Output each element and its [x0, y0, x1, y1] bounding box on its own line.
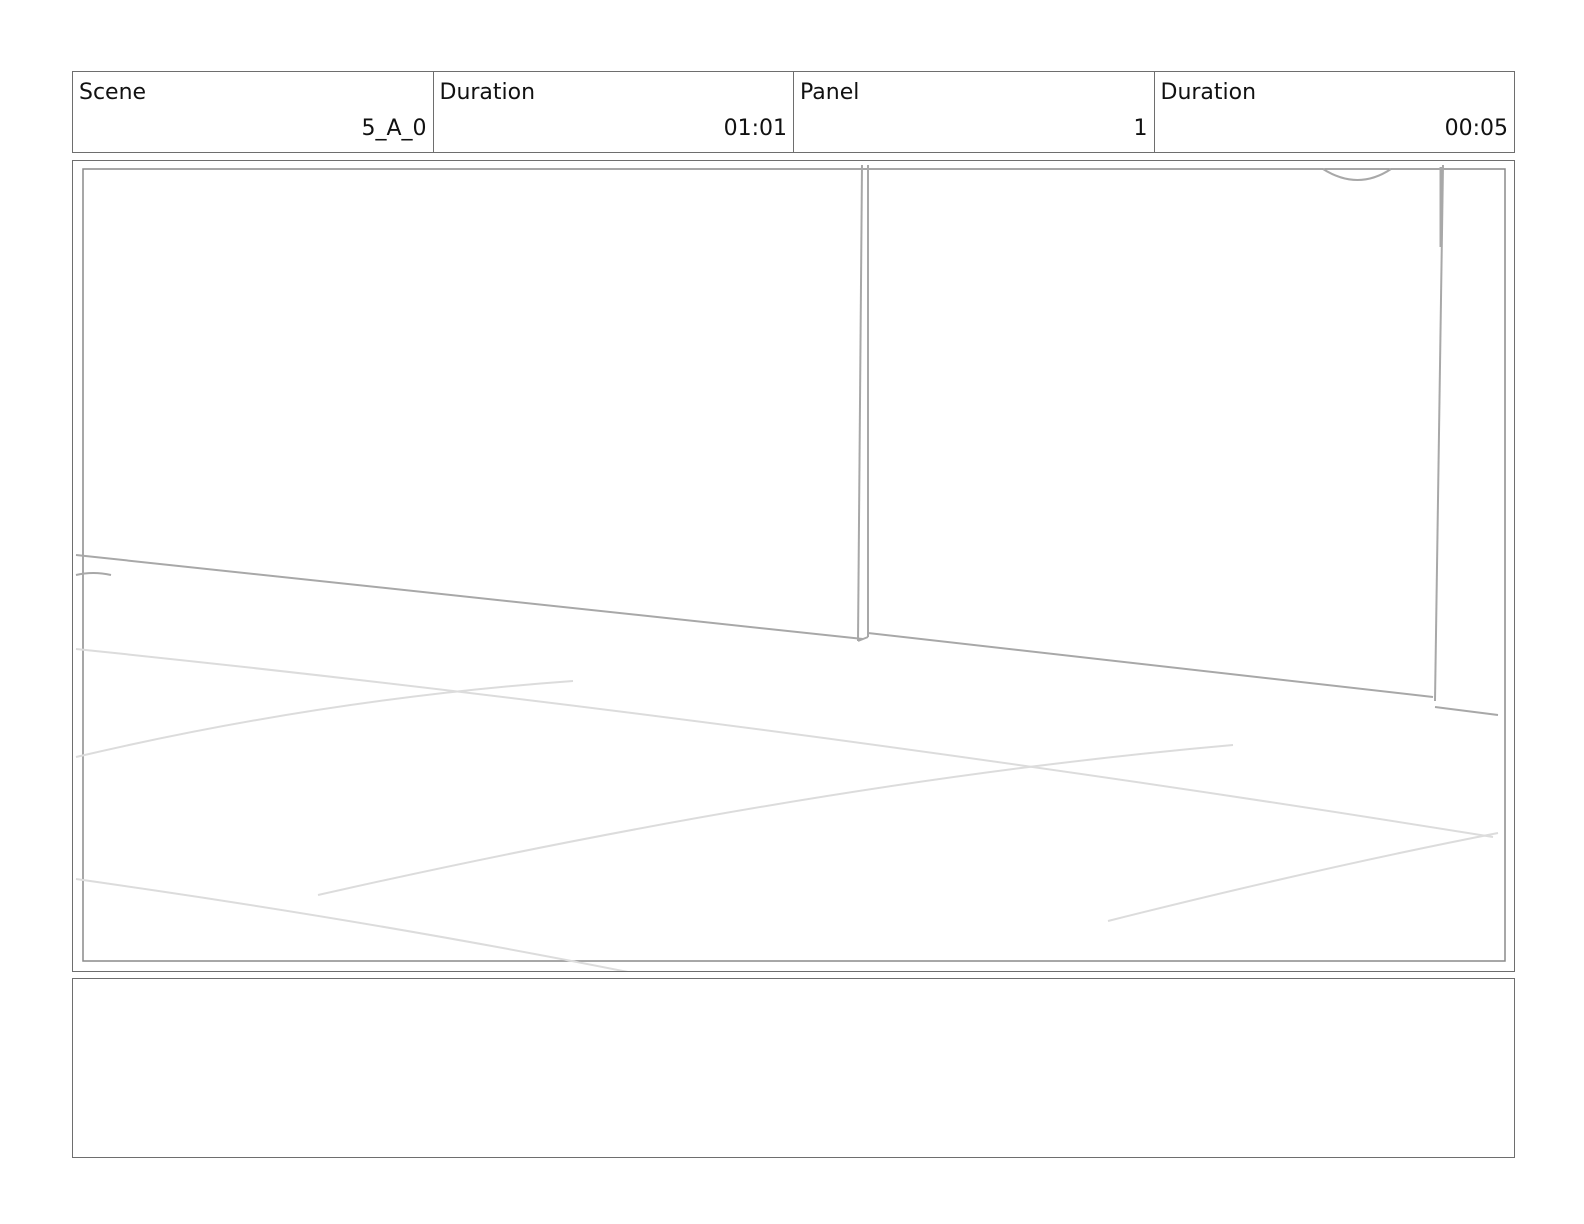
storyboard-panel — [72, 160, 1515, 972]
wall-base-line — [75, 554, 864, 640]
scene-duration-label: Duration — [439, 80, 536, 105]
door-edge — [1434, 164, 1444, 702]
scene-duration-value: 01:01 — [723, 116, 787, 141]
panel-duration-cell: Duration 00:05 — [1155, 72, 1515, 152]
ceiling-lamp-sketch — [1322, 168, 1392, 181]
scene-cell: Scene 5_A_0 — [73, 72, 434, 152]
sketch-stroke — [75, 572, 112, 576]
panel-value: 1 — [1133, 116, 1148, 141]
floor-lines — [75, 648, 1499, 971]
floor-line — [75, 878, 629, 971]
cabinet-corner — [857, 636, 869, 642]
panel-info-header: Scene 5_A_0 Duration 01:01 Panel 1 Durat… — [72, 71, 1515, 153]
floor-line — [317, 744, 1234, 896]
safe-frame — [82, 168, 1506, 962]
floor-line — [75, 648, 1494, 838]
cabinet-edge — [857, 164, 863, 642]
floor-line — [1107, 832, 1499, 922]
panel-duration-value: 00:05 — [1444, 116, 1508, 141]
panel-notes-box[interactable] — [72, 978, 1515, 1158]
wall-base-line — [1434, 706, 1499, 716]
panel-duration-label: Duration — [1160, 80, 1257, 105]
floor-line — [75, 680, 574, 758]
wall-base-line — [867, 632, 1434, 698]
panel-sketch — [75, 164, 1506, 971]
scene-value: 5_A_0 — [361, 116, 427, 141]
scene-label: Scene — [79, 80, 147, 105]
scene-duration-cell: Duration 01:01 — [434, 72, 794, 152]
panel-label: Panel — [800, 80, 860, 105]
panel-cell: Panel 1 — [794, 72, 1155, 152]
wall-lines — [75, 164, 1499, 716]
